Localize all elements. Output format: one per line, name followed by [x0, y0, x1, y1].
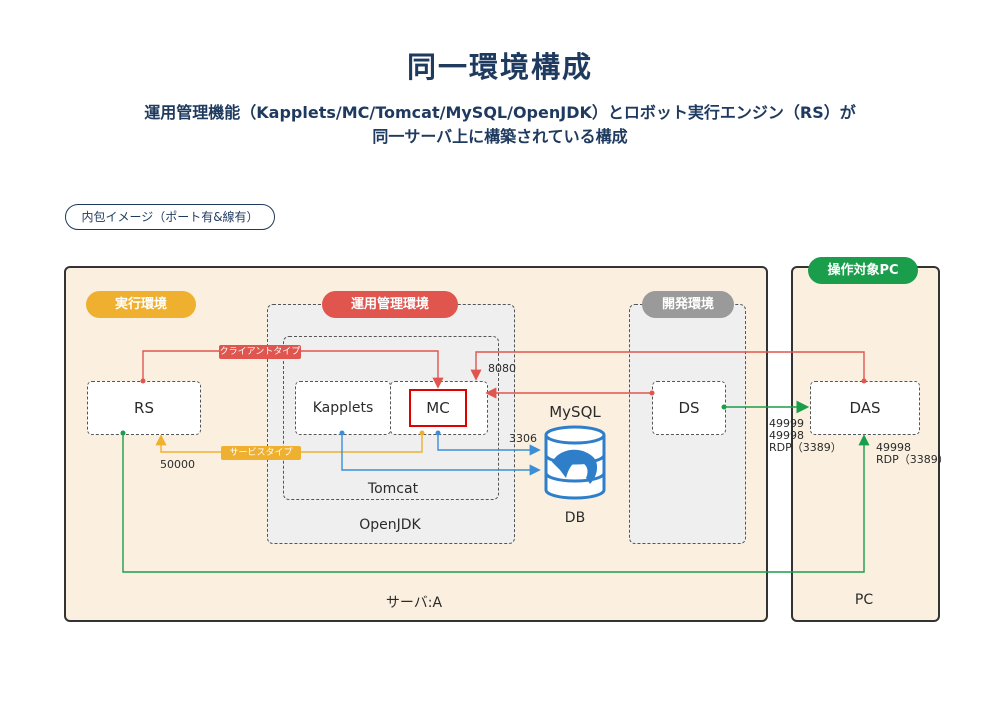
target-pc-pill: 操作対象PC [808, 257, 918, 284]
page-title: 同一環境構成 [406, 50, 593, 84]
tomcat-label: Tomcat [367, 481, 419, 497]
service-type-tag: サービスタイプ [221, 446, 301, 460]
ds-das-port-49999: 49999 [769, 417, 804, 430]
legend-pill: 内包イメージ（ポート有&線有） [65, 204, 275, 230]
db-cylinder-icon [544, 425, 606, 500]
kapplets-box: Kapplets [295, 381, 391, 435]
subtitle-line-1: 運用管理機能（Kapplets/MC/Tomcat/MySQL/OpenJDK）… [144, 103, 856, 122]
mc-db-line [437, 433, 541, 456]
ops-env-pill: 運用管理環境 [322, 291, 458, 318]
openjdk-label: OpenJDK [359, 517, 421, 533]
rs-box: RS [87, 381, 201, 435]
port-50000: 50000 [160, 458, 195, 471]
das-mc-line [470, 351, 865, 381]
das-box: DAS [810, 381, 920, 435]
dev-env-pill: 開発環境 [642, 291, 734, 318]
mysql-label: MySQL [549, 403, 601, 421]
subtitle-line-2: 同一サーバ上に構築されている構成 [372, 127, 628, 146]
exec-env-pill: 実行環境 [86, 291, 196, 318]
tomcat-area [283, 336, 499, 500]
port-8080: 8080 [488, 362, 516, 375]
db-label: DB [564, 510, 586, 526]
port-3306: 3306 [509, 432, 537, 445]
rs-das-line [122, 433, 870, 573]
pc-label: PC [854, 592, 874, 608]
ds-box: DS [652, 381, 726, 435]
client-type-tag: クライアントタイプ [219, 345, 301, 359]
ds-das-port-rdp: RDP（3389） [769, 441, 842, 454]
rs-das-port-49998: 49998 [876, 441, 911, 454]
server-label: サーバ:A [385, 595, 443, 611]
rs-das-port-rdp: RDP（3389） [876, 453, 949, 466]
ds-das-port-49998: 49998 [769, 429, 804, 442]
kapplets-db-line [341, 433, 541, 476]
mc-box: MC [409, 389, 467, 427]
